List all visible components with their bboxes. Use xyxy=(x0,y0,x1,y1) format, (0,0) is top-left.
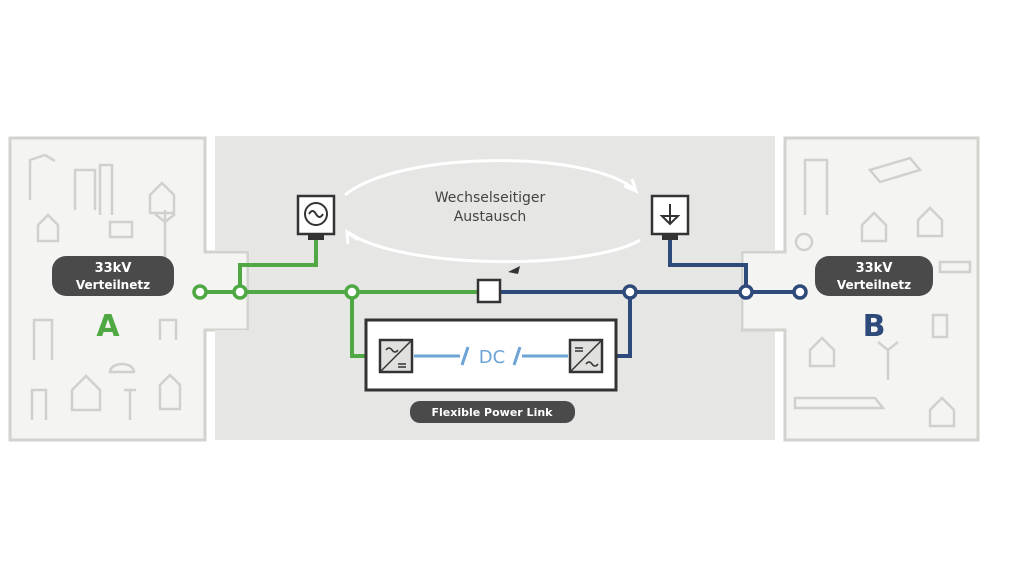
house-icon xyxy=(70,374,102,412)
arc-arrow-top xyxy=(344,159,636,197)
grid-b-name: Verteilnetz xyxy=(837,278,911,292)
house-icon xyxy=(808,336,836,368)
house-icon xyxy=(158,318,178,340)
consumer-feeder xyxy=(668,238,748,294)
node-generator xyxy=(232,284,248,300)
grid-b-label: 33kV Verteilnetz B xyxy=(815,256,933,344)
wind-turbine-icon xyxy=(877,341,899,380)
chimney-icon xyxy=(98,163,114,215)
house-icon xyxy=(36,213,60,243)
computer-icon xyxy=(108,220,134,239)
device-name: Flexible Power Link xyxy=(432,406,554,419)
node-converter-b xyxy=(622,284,638,300)
lightbulb-icon xyxy=(794,232,814,252)
car-icon xyxy=(108,362,136,374)
grid-b-letter: B xyxy=(863,309,886,344)
arc-arrow-bottom xyxy=(347,230,641,264)
junction-nodes xyxy=(192,284,808,300)
converter-b xyxy=(568,338,604,374)
house-icon xyxy=(916,206,944,238)
grid-b-voltage: 33kV xyxy=(856,261,893,276)
train-icon xyxy=(793,396,886,410)
breaker-icon xyxy=(476,278,502,304)
grid-a-label: 33kV Verteilnetz A xyxy=(52,256,174,344)
converter-a xyxy=(378,338,414,374)
solar-panel-icon xyxy=(867,156,923,184)
breaker-lever-icon xyxy=(508,266,520,274)
exchange-label-line1: Wechselseitiger xyxy=(435,190,546,206)
converter-diagonal xyxy=(569,339,603,373)
house-icon xyxy=(158,373,182,411)
house-icon xyxy=(148,181,176,215)
arrowhead-icon xyxy=(623,178,639,194)
dc-slash-icon xyxy=(512,346,522,366)
dc-label: DC xyxy=(479,347,505,368)
node-converter-a xyxy=(344,284,360,300)
exchange-arrows xyxy=(344,159,641,264)
tree-icon xyxy=(30,388,48,420)
grid-b-pill xyxy=(815,256,933,296)
grid-a-pill xyxy=(52,256,174,296)
traffic-light-icon xyxy=(931,313,949,339)
building-icon xyxy=(73,168,97,210)
grid-a-sketches xyxy=(28,153,182,420)
load-arrow-icon xyxy=(659,204,681,226)
generator-feeder xyxy=(238,238,318,294)
ac-wave-icon xyxy=(385,347,399,353)
grid-a-voltage: 33kV xyxy=(95,261,132,276)
grid-a-name: Verteilnetz xyxy=(76,278,150,292)
dc-link xyxy=(414,346,568,366)
ac-source-icon xyxy=(304,202,328,226)
grid-b-sketches xyxy=(793,156,972,428)
device-label: Flexible Power Link xyxy=(410,401,575,423)
wind-turbine-icon xyxy=(938,260,972,274)
dc-slash-icon xyxy=(460,346,470,366)
breaker xyxy=(476,266,520,304)
sign-icon xyxy=(124,388,136,420)
arrowhead-icon xyxy=(345,228,359,245)
tower-icon xyxy=(803,158,829,215)
terminal xyxy=(308,234,324,240)
generator xyxy=(296,194,336,240)
device-pill xyxy=(410,401,575,423)
house-icon xyxy=(860,211,888,243)
node-grid-b xyxy=(792,284,808,300)
streetlight-icon xyxy=(28,153,56,200)
node-consumer xyxy=(738,284,754,300)
consumer xyxy=(650,194,690,240)
node-grid-a xyxy=(192,284,208,300)
ac-wave-icon xyxy=(585,361,599,367)
grid-a-letter: A xyxy=(96,309,120,344)
dc-symbol-icon xyxy=(575,347,583,352)
terminal xyxy=(662,234,678,240)
building-icon xyxy=(32,318,54,360)
dc-symbol-icon xyxy=(398,363,406,368)
converter-diagonal xyxy=(379,339,413,373)
sine-wave-icon xyxy=(308,210,324,218)
exchange-label-line2: Austausch xyxy=(454,209,527,225)
house-icon xyxy=(928,396,956,428)
wind-turbine-icon xyxy=(154,210,176,260)
